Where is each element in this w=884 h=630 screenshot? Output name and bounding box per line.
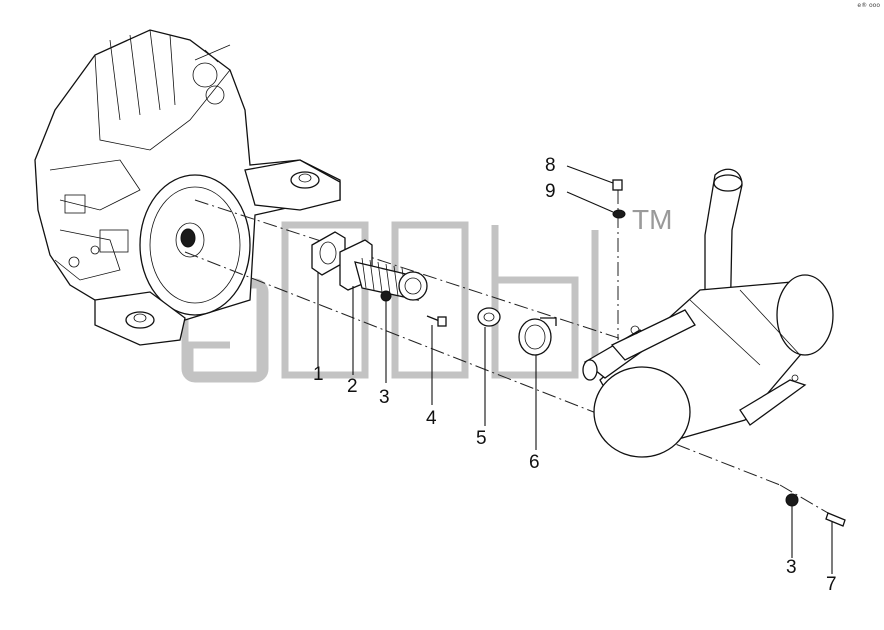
callout-4: 4 — [426, 408, 437, 429]
part-1-gasket — [311, 231, 346, 276]
part-3-nut-lower — [785, 493, 799, 507]
engine-assembly — [34, 29, 341, 346]
part-8-bolt-top — [612, 179, 623, 191]
callout-3-lower: 3 — [786, 557, 797, 578]
callout-7: 7 — [826, 574, 837, 595]
callout-9: 9 — [545, 181, 556, 202]
part-9-washer-top — [612, 209, 626, 219]
leader-lines — [317, 165, 833, 574]
callout-3-upper: 3 — [379, 387, 390, 408]
part-7-bolt — [825, 512, 846, 527]
part-4-bolt — [426, 315, 447, 327]
muffler — [582, 168, 834, 458]
corner-mark: e® ooo — [857, 2, 880, 9]
part-2-flex-pipe — [339, 239, 428, 301]
part-6-clamp — [518, 317, 557, 356]
callout-2: 2 — [347, 376, 358, 397]
part-5-ring — [477, 307, 501, 327]
callout-1: 1 — [313, 364, 324, 385]
watermark-tm: TM — [632, 204, 673, 235]
part-3-nut-upper — [380, 290, 392, 302]
callout-6: 6 — [529, 452, 540, 473]
callout-8: 8 — [545, 155, 556, 176]
callout-5: 5 — [476, 428, 487, 449]
